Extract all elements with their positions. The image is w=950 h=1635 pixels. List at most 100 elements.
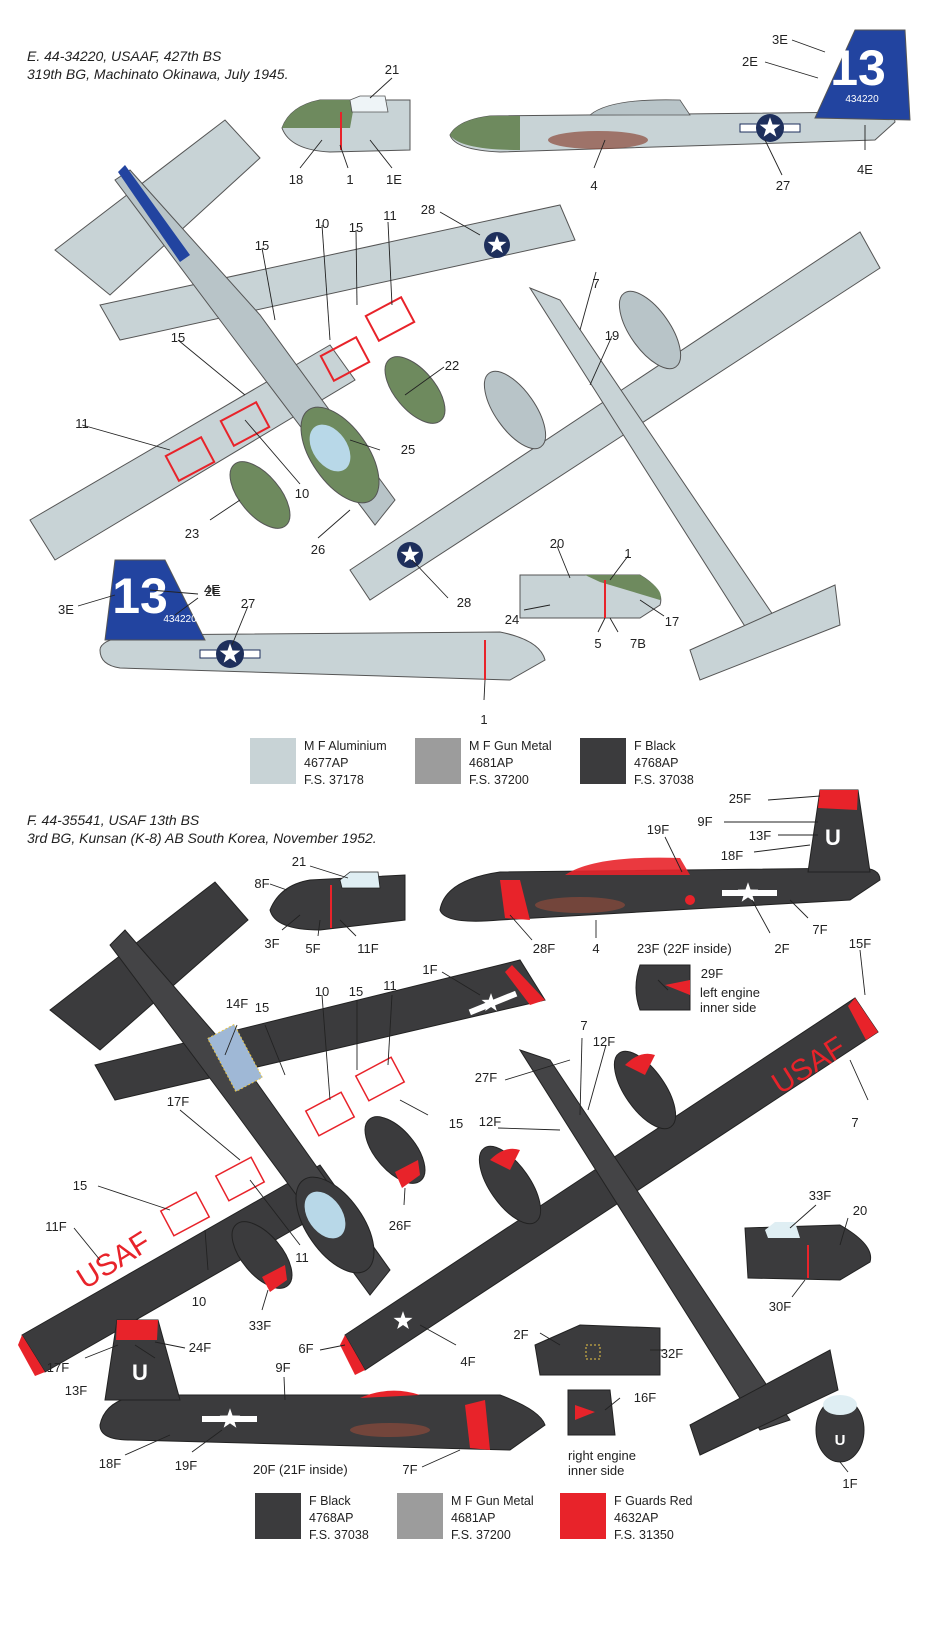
callout-label: 18F [99,1456,121,1471]
callout-leader [309,865,349,879]
callout-label: 28 [421,202,435,217]
swatch-code: 4677AP [304,756,349,770]
callout-leader [504,1059,571,1081]
callout-leader [224,1024,238,1056]
callout-leader [587,1044,607,1111]
caption-e-line1: E. 44-34220, USAAF, 427th BS [27,48,222,64]
callout-leader [404,366,445,396]
palette-e-2: M F Gun Metal 4681AP F.S. 37200 [415,738,552,789]
e-side-view-left: 13 434220 [99,559,546,681]
callout-label: 11 [383,208,397,223]
callout-label: 26F [389,1218,411,1233]
callout-leader [149,589,199,595]
callout-leader [791,1279,806,1298]
callout-leader [191,1429,223,1453]
callout-label: 2F [513,1327,528,1342]
callout-label: 17 [665,614,679,629]
callout-label: 7F [402,1462,417,1477]
callout-label: 1 [624,546,631,561]
callout-label: 24 [505,612,519,627]
callout-label: 9F [697,814,712,829]
callout-leader [839,1461,849,1473]
f-front-view: U [815,1395,865,1463]
swatch-color [255,1493,301,1539]
swatch-code: 4632AP [614,1511,659,1525]
callout-leader [441,971,481,996]
swatch-code: 4768AP [634,756,679,770]
callout-leader [556,545,571,579]
callout-leader [579,1037,583,1116]
note-29f-line2: inner side [700,1000,756,1015]
callout-label: 1 [346,172,353,187]
callout-label: 25 [401,442,415,457]
callout-leader [84,1344,119,1359]
e-nose-side-view-lower [519,574,662,619]
swatch-name: F Black [634,739,676,753]
swatch-code: 4681AP [469,756,514,770]
callout-label: 15 [255,238,269,253]
f-engine-left-inner [635,964,691,1011]
e-serial-top: 434220 [845,94,879,105]
callout-leader [859,949,866,996]
callout-label: 19F [647,822,669,837]
callout-label: 15 [349,984,363,999]
callout-leader [244,419,301,485]
callout-label: 8F [254,876,269,891]
callout-label: 30F [769,1299,791,1314]
callout-label: 9F [275,1360,290,1375]
callout-leader [317,919,321,937]
palette-f-1: F Black 4768AP F.S. 37038 [255,1493,369,1544]
callout-label: 10 [295,486,309,501]
swatch-name: F Guards Red [614,1494,693,1508]
callout-label: 13F [65,1383,87,1398]
callout-leader [849,1059,869,1101]
e-nose-side-view [281,95,411,153]
callout-label: 19 [605,328,619,343]
callout-label: 21 [292,854,306,869]
callout-label: 10 [315,216,329,231]
callout-label: 10 [192,1294,206,1309]
callout-leader [81,424,171,451]
e-tail-code-bottom: 13 [112,568,168,624]
callout-leader [355,229,358,306]
callout-label: 3F [264,936,279,951]
callout-label: 3E [772,32,788,47]
callout-leader [579,271,597,331]
e-top-view-left [29,119,576,561]
callout-label: 11 [75,416,89,431]
callout-label: 5F [305,941,320,956]
palette-e-1: M F Aluminium 4677AP F.S. 37178 [250,738,387,789]
callout-label: 11F [45,1219,66,1234]
swatch-color [397,1493,443,1539]
swatch-code: 4768AP [309,1511,354,1525]
callout-label: 2F [774,941,789,956]
callout-label: 1E [386,172,402,187]
callout-leader [639,599,665,617]
callout-label: 13F [749,828,771,843]
callout-leader [261,247,276,321]
callout-leader [497,1127,561,1131]
swatch-fs: F.S. 37200 [451,1528,511,1542]
callout-leader [369,139,393,169]
callout-leader [261,1289,269,1311]
callout-leader [509,914,533,941]
callout-leader [419,1324,457,1346]
palette-f-3: F Guards Red 4632AP F.S. 31350 [560,1493,693,1544]
callout-label: 20 [550,536,564,551]
f-bomb-bay-detail [534,1324,661,1376]
callout-leader [339,144,349,169]
swatch-fs: F.S. 37178 [304,773,364,787]
callout-leader [369,77,393,99]
callout-label: 25F [729,791,751,806]
swatch-fs: F.S. 37200 [469,773,529,787]
f-front-tail-letter: U [835,1432,846,1449]
callout-label: 7 [592,276,599,291]
swatch-name: M F Aluminium [304,739,387,753]
callout-leader [604,1397,621,1411]
callout-label: 15F [849,936,871,951]
callout-leader [767,795,821,801]
callout-leader [657,979,669,991]
callout-leader [321,994,331,1101]
callout-label: 11 [295,1250,309,1265]
callout-leader [317,509,351,539]
